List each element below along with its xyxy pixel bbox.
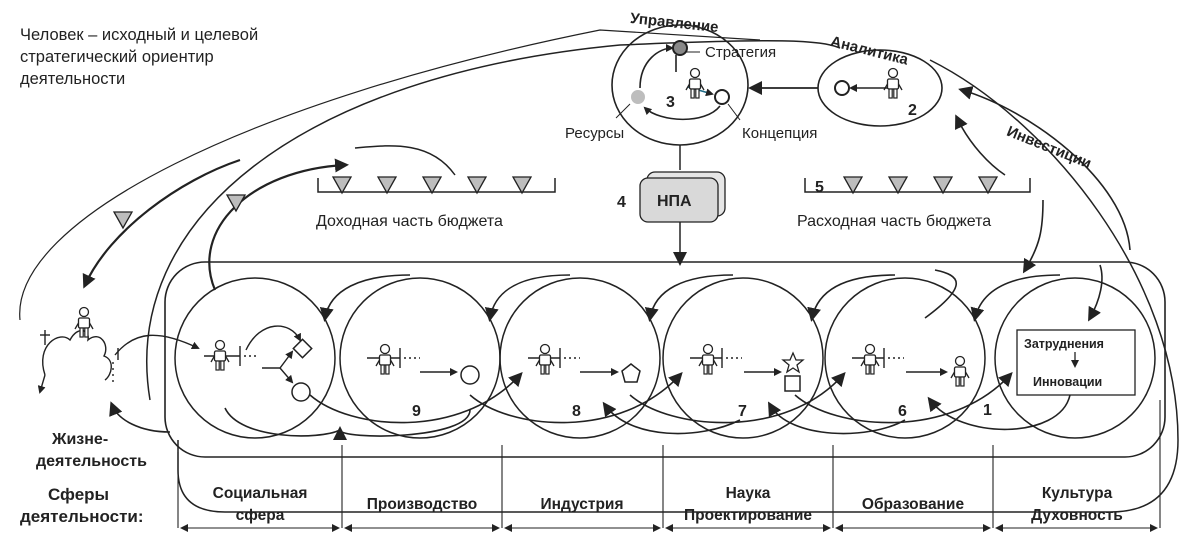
triangle-icon [422, 176, 442, 194]
resources-leader-line [615, 103, 631, 119]
sphere-education: Образование [862, 496, 965, 513]
number-3: 3 [666, 94, 675, 111]
triangle-icon [512, 176, 532, 194]
circle-outcome-icon [291, 382, 311, 402]
number-7: 7 [738, 403, 747, 420]
analytics-label: Аналитика [829, 33, 911, 69]
triangle-icon [332, 176, 352, 194]
circle-industry [499, 277, 661, 439]
triangle-icon [226, 194, 246, 212]
circle-culture [994, 277, 1156, 439]
income-budget-label: Доходная часть бюджета [316, 213, 503, 230]
sphere-production: Производство [367, 496, 478, 513]
intro-line-1: Человек – исходный и целевой [20, 26, 258, 44]
sphere-culture-2: Духовность [1031, 507, 1123, 524]
life-activity-loop [37, 329, 200, 394]
number-5: 5 [815, 179, 824, 196]
sphere-science-1: Наука [726, 485, 771, 502]
life-label-2: деятельность [36, 453, 147, 470]
resources-node [631, 90, 645, 104]
spheres-title-2: деятельности: [20, 507, 144, 526]
sphere-industry: Индустрия [540, 496, 623, 513]
pentagon-icon [621, 363, 641, 383]
analytics-node [834, 80, 850, 96]
income-budget-bracket [317, 178, 556, 193]
concept-label: Концепция [742, 125, 817, 142]
triangle-icon [888, 176, 908, 194]
triangle-icon [933, 176, 953, 194]
outer-loop-bottom [177, 59, 1179, 513]
circle-science [662, 277, 824, 439]
triangle-icon [843, 176, 863, 194]
npa-label: НПА [657, 193, 692, 210]
spheres-band [164, 261, 1166, 458]
spheres-title-1: Сферы [48, 485, 109, 504]
resources-label: Ресурсы [565, 125, 624, 142]
top-frame-arc [19, 29, 761, 321]
intro-line-3: деятельности [20, 70, 125, 88]
square-icon [784, 375, 801, 392]
circle-education [824, 277, 986, 439]
npa-box [639, 177, 719, 223]
circle-outcome-icon [460, 365, 480, 385]
circle-social [174, 277, 336, 439]
bottom-flow-arrows [109, 372, 1071, 441]
concept-node [714, 89, 730, 105]
number-6: 6 [898, 403, 907, 420]
person-icon [698, 343, 718, 375]
sphere-social-2: сфера [236, 507, 285, 524]
number-9: 9 [412, 403, 421, 420]
expense-flow-arrows [924, 86, 1131, 322]
outer-loop-left [146, 39, 841, 401]
intro-line-2: стратегический ориентир [20, 48, 214, 66]
number-1: 1 [983, 402, 992, 419]
person-icon [685, 67, 705, 99]
triangle-icon [377, 176, 397, 194]
person-icon [860, 343, 880, 375]
person-icon [950, 355, 970, 387]
spheres-axis [177, 400, 1161, 532]
strategy-node [672, 40, 688, 56]
innovations-label: Инновации [1033, 375, 1102, 389]
person-icon [883, 67, 903, 99]
diamond-icon [292, 338, 313, 359]
sphere-science-2: Проектирование [684, 507, 812, 524]
triangle-icon [978, 176, 998, 194]
number-4: 4 [617, 194, 626, 211]
number-8: 8 [572, 403, 581, 420]
person-icon [535, 343, 555, 375]
triangle-icon [467, 176, 487, 194]
star-icon [781, 351, 805, 374]
sphere-social-1: Социальная [213, 485, 308, 502]
top-flow-arrows [319, 274, 1061, 322]
person-icon [375, 343, 395, 375]
number-2: 2 [908, 102, 917, 119]
sphere-inner-flows [204, 325, 948, 384]
sphere-culture-1: Культура [1042, 485, 1113, 502]
person-icon [210, 339, 230, 371]
expense-budget-label: Расходная часть бюджета [797, 213, 991, 230]
difficulties-label: Затруднения [1024, 337, 1104, 351]
person-icon [74, 306, 94, 338]
concept-leader-line [727, 103, 741, 121]
strategy-label: Стратегия [705, 44, 776, 61]
investments-label: Инвестиции [1004, 123, 1093, 172]
sphere-circles [174, 277, 1156, 439]
life-label-1: Жизне- [51, 431, 108, 448]
management-cycle-arrows [639, 44, 721, 121]
expense-budget-bracket [804, 178, 1031, 193]
